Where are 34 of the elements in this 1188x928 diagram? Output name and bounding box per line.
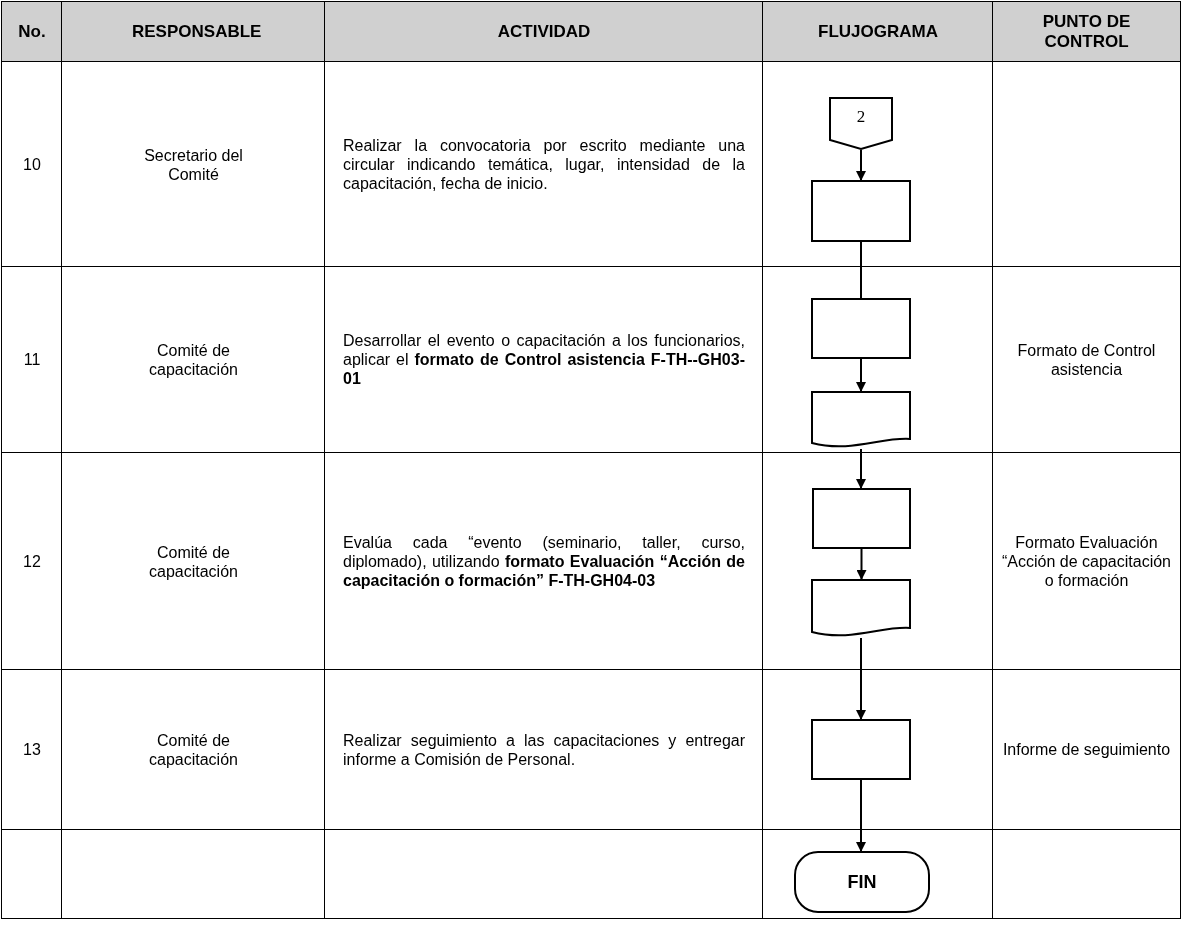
arrow: [856, 548, 867, 580]
off-page-connector: [829, 97, 893, 150]
row-number: 11: [23, 351, 41, 369]
row-number: 10: [23, 155, 41, 173]
activity-text: Evalúa cada “evento (seminario, taller, curso, diplomado), utilizando formato Evaluación “Acción de capacitación o formación” F-TH-GH04-03: [343, 533, 745, 590]
process-box: [811, 180, 911, 242]
column-header: FLUJOGRAMA: [818, 21, 938, 41]
responsible-text: Comité de capacitación: [149, 543, 238, 580]
arrow: [856, 637, 866, 720]
column-header: PUNTO DE CONTROL: [1042, 11, 1131, 51]
responsible-text: Secretario del Comité: [144, 146, 243, 183]
row-number: 12: [23, 552, 41, 570]
activity-text: Realizar seguimiento a las capacitaciones y entregar informe a Comisión de Personal.: [343, 731, 745, 768]
responsible-text: Comité de capacitación: [149, 341, 238, 378]
connector-label: 2: [856, 106, 866, 127]
column-header: RESPONSABLE: [132, 21, 262, 41]
arrow: [856, 149, 866, 181]
activity-text: Realizar la convocatoria por escrito mediante una circular indicando temática, lugar, intensidad de la capacitación, fecha de inicio.: [343, 136, 745, 193]
arrow: [856, 358, 866, 392]
column-header: ACTIVIDAD: [497, 21, 591, 41]
responsible-text: Comité de capacitación: [149, 731, 238, 768]
column-header: No.: [18, 21, 46, 41]
process-box: [811, 298, 911, 359]
terminal-label: FIN: [847, 871, 877, 893]
process-box: [812, 488, 911, 549]
arrow: [856, 448, 866, 489]
control-point-text: Informe de seguimiento: [1002, 741, 1171, 759]
control-point-text: Formato de Control asistencia: [1017, 341, 1156, 378]
control-point-text: Formato Evaluación “Acción de capacitación o formación: [1002, 533, 1171, 590]
process-box: [811, 719, 911, 780]
terminal-shape: [794, 851, 930, 913]
activity-text: Desarrollar el evento o capacitación a los funcionarios, aplicar el formato de Control asistencia F-TH--GH03-01: [343, 332, 745, 388]
arrow: [856, 779, 866, 852]
row-number: 13: [23, 741, 41, 759]
